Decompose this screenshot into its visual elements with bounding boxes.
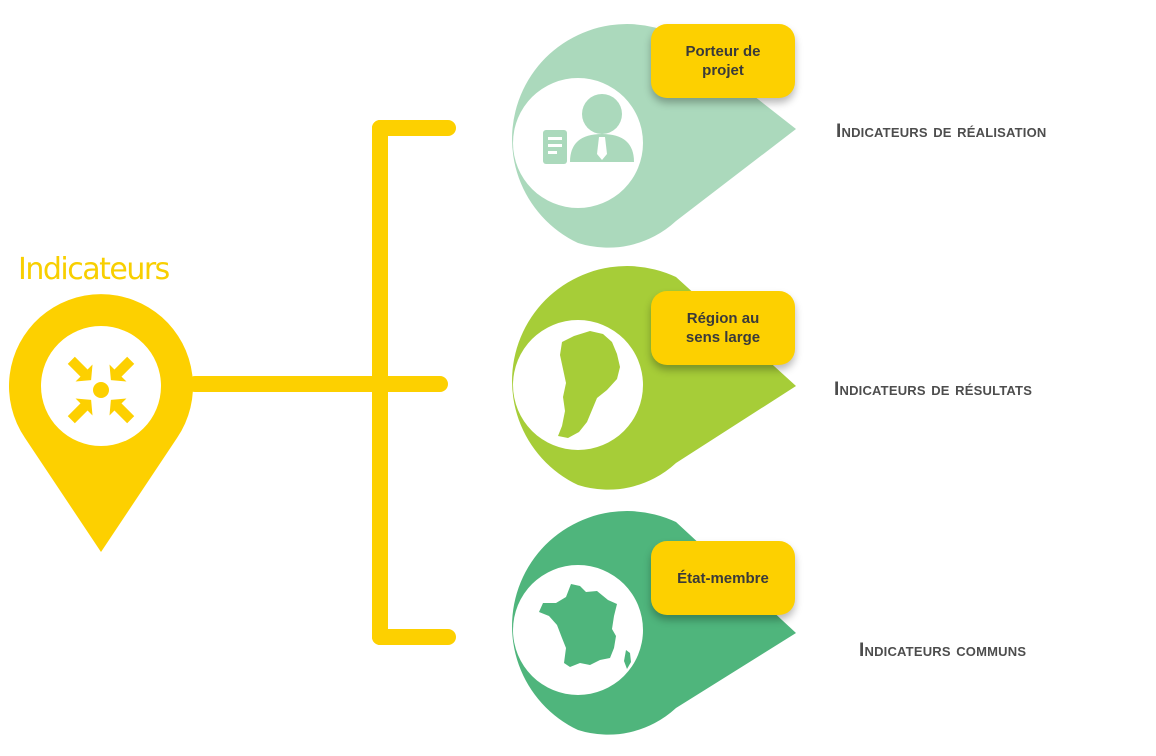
tag-porteur-de-projet: Porteur de projet [651, 24, 795, 98]
tag-text: Région au sens large [685, 310, 761, 346]
main-pin [8, 294, 194, 552]
label-indicateurs-resultats: Indicateurs de résultats [834, 379, 1033, 400]
branch-pin-3 [512, 511, 796, 735]
project-manager-icon [540, 94, 634, 167]
label-indicateurs-realisation: Indicateurs de réalisation [836, 121, 1047, 142]
region-map-icon [558, 331, 620, 438]
label-indicateurs-communs: Indicateurs communs [859, 640, 1027, 661]
france-map-icon [539, 584, 631, 669]
tag-etat-membre: État-membre [651, 541, 795, 615]
connector-lines [187, 120, 456, 645]
converging-arrows-icon [67, 356, 135, 424]
tag-region-au-sens-large: Région au sens large [651, 291, 795, 365]
tag-text: Porteur de projet [685, 43, 761, 79]
main-title: Indicateurs [18, 252, 170, 287]
tag-text: État-membre [677, 569, 769, 587]
